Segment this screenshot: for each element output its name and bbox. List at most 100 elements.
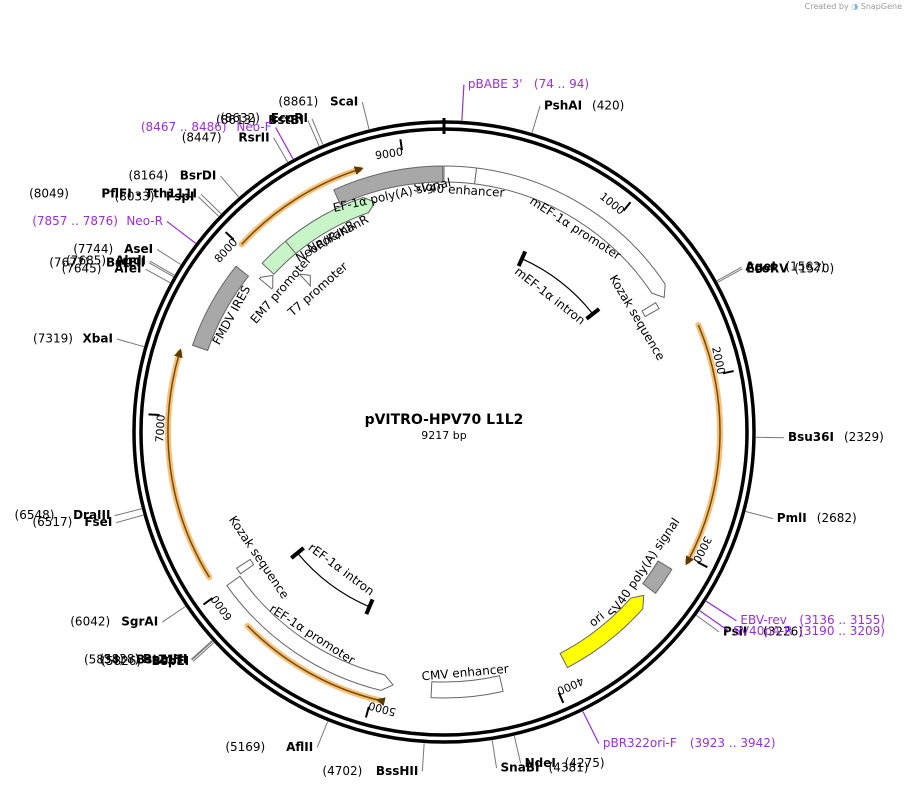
primer-range: (3190 .. 3209) xyxy=(799,624,885,638)
primer-pbabe-3[interactable]: pBABE 3' (74 .. 94) xyxy=(461,77,589,121)
site-position: (6548) xyxy=(15,508,55,522)
site-scai[interactable]: ScaI(8861) xyxy=(278,94,370,130)
tick-mark xyxy=(697,561,708,569)
site-position: (7744) xyxy=(73,242,113,256)
primer-sv40pa-r[interactable]: SV40pA-R(3190 .. 3209) xyxy=(699,610,885,638)
site-asei[interactable]: AseI(7744) xyxy=(73,242,182,265)
primer-name: pBABE 3' xyxy=(468,77,523,91)
site-name: AflII xyxy=(286,740,313,754)
feature-ori: ori xyxy=(559,594,645,669)
site-position: (8033) xyxy=(115,189,155,203)
site-name: ScaI xyxy=(330,94,358,108)
site-ndei[interactable]: NdeI(4275) xyxy=(513,735,605,770)
tick-mark xyxy=(399,139,403,151)
site-pmli[interactable]: PmlI (2682) xyxy=(745,510,857,525)
site-agei[interactable]: AgeI(1562) xyxy=(716,260,825,282)
site-xbai[interactable]: XbaI(7319) xyxy=(33,332,145,348)
site-afei[interactable]: AfeI(7645) xyxy=(62,262,171,284)
site-name: SgrAI xyxy=(121,615,158,629)
site-ahdi[interactable]: AhdI(7685) xyxy=(66,254,175,276)
feature-cmv-enhancer: CMV enhancer xyxy=(421,662,509,699)
site-position: (5826) xyxy=(101,654,141,668)
site-position: (5838) xyxy=(99,652,139,666)
site-bsrdi[interactable]: BsrDI(8164) xyxy=(128,168,240,198)
feature-label: SV40 poly(A) signal xyxy=(605,515,682,620)
site-bamhi[interactable]: BamHI (5838) xyxy=(99,640,213,666)
feature-mef-1-intron: mEF-1α intron xyxy=(512,250,601,328)
primer-name: EBV-rev xyxy=(740,613,786,627)
site-sgrai[interactable]: SgrAI (6042) xyxy=(70,606,186,629)
tick-mark xyxy=(224,231,235,241)
site-name: BssHII xyxy=(376,764,418,778)
site-position: (8632) xyxy=(220,111,260,125)
orf-line xyxy=(241,166,364,245)
primer-ebv-rev[interactable]: EBV-rev (3136 .. 3155) xyxy=(705,600,885,627)
plasmid-name: pVITRO-HPV70 L1L2 xyxy=(365,412,524,428)
site-bsu36i[interactable]: Bsu36I(2329) xyxy=(755,430,884,444)
tick-label: 4000 xyxy=(555,674,586,697)
tick-mark xyxy=(557,692,565,704)
site-name: PshAI xyxy=(544,98,582,112)
site-aflii[interactable]: AflII (5169) xyxy=(225,721,329,754)
tick-label: 9000 xyxy=(374,145,404,162)
site-pshai[interactable]: PshAI (420) xyxy=(531,98,624,133)
primer-neo-f[interactable]: Neo-F(8467 .. 8486) xyxy=(141,120,294,160)
site-draiii[interactable]: DraIII(6548) xyxy=(15,508,142,522)
primer-neo-r[interactable]: Neo-R(7857 .. 7876) xyxy=(32,214,196,244)
site-position: (4381) xyxy=(549,760,589,774)
site-fspi[interactable]: FspI(8033) xyxy=(115,189,219,217)
site-name: EcoRV xyxy=(746,261,789,275)
primer-range: (3136 .. 3155) xyxy=(799,613,885,627)
site-position: (5169) xyxy=(225,740,265,754)
site-name: BamHI xyxy=(143,652,187,666)
site-position: (2682) xyxy=(817,511,857,525)
site-bstbi[interactable]: BstBI (8613) xyxy=(216,113,320,147)
plasmid-length: 9217 bp xyxy=(421,429,466,442)
site-name: BspEI xyxy=(152,654,190,668)
site-bsteii[interactable]: BstEII(7677) xyxy=(49,255,174,278)
site-name: SnaBI xyxy=(501,760,540,774)
primer-pbr322ori-f[interactable]: pBR322ori-F (3923 .. 3942) xyxy=(582,711,776,750)
tick-mark xyxy=(148,413,160,417)
site-bsshii[interactable]: BssHII(4702) xyxy=(322,743,425,778)
primer-range: (3923 .. 3942) xyxy=(690,736,776,750)
tick-mark xyxy=(202,597,213,606)
orf-layer xyxy=(164,166,723,707)
primer-range: (74 .. 94) xyxy=(534,77,589,91)
site-position: (7677) xyxy=(49,255,89,269)
tick-label: 6000 xyxy=(208,593,235,623)
site-bspei[interactable]: BspEI (5826) xyxy=(101,642,215,668)
site-position: (7319) xyxy=(33,332,73,346)
site-name: BstBI xyxy=(268,113,304,127)
site-name: AhdI xyxy=(115,254,146,268)
site-position: (3226) xyxy=(763,624,803,638)
site-bstz17i[interactable]: BstZ17I(5834) xyxy=(84,640,213,667)
site-name: BstZ17I xyxy=(136,653,188,667)
site-position: (4275) xyxy=(565,756,605,770)
site-position: (6042) xyxy=(70,615,110,629)
site-ecorv[interactable]: EcoRV(1570) xyxy=(717,261,834,283)
site-fsei[interactable]: FseI(6517) xyxy=(32,514,144,529)
site-name: PmlI xyxy=(777,511,807,525)
site-rsrii[interactable]: RsrII(8447) xyxy=(182,130,289,163)
site-ecori[interactable]: EcoRI (8632) xyxy=(220,111,324,145)
site-pflfi-tth111i[interactable]: PflFI - Tth111I(8049) xyxy=(29,187,222,215)
primer-layer: pBABE 3' (74 .. 94) Neo-F(8467 .. 8486) Neo… xyxy=(32,77,885,750)
orf-line xyxy=(167,348,210,578)
site-position: (8447) xyxy=(182,130,222,144)
site-snabi[interactable]: SnaBI (4381) xyxy=(491,740,589,774)
primer-name: pBR322ori-F xyxy=(603,736,677,750)
site-position: (8613) xyxy=(216,113,256,127)
site-position: (1562) xyxy=(785,260,825,274)
site-position: (8049) xyxy=(29,187,69,201)
site-psii[interactable]: PsiI(3226) xyxy=(696,614,803,638)
tick-label: 8000 xyxy=(212,236,240,265)
primer-name: Neo-R xyxy=(126,214,163,228)
site-position: (8164) xyxy=(128,168,168,182)
feature-sv40-poly-a-signal: SV40 poly(A) signal xyxy=(605,515,682,620)
tick-mark xyxy=(364,706,370,718)
site-position: (420) xyxy=(592,98,624,112)
site-name: EcoRI xyxy=(271,111,308,125)
orf-line xyxy=(685,324,721,566)
